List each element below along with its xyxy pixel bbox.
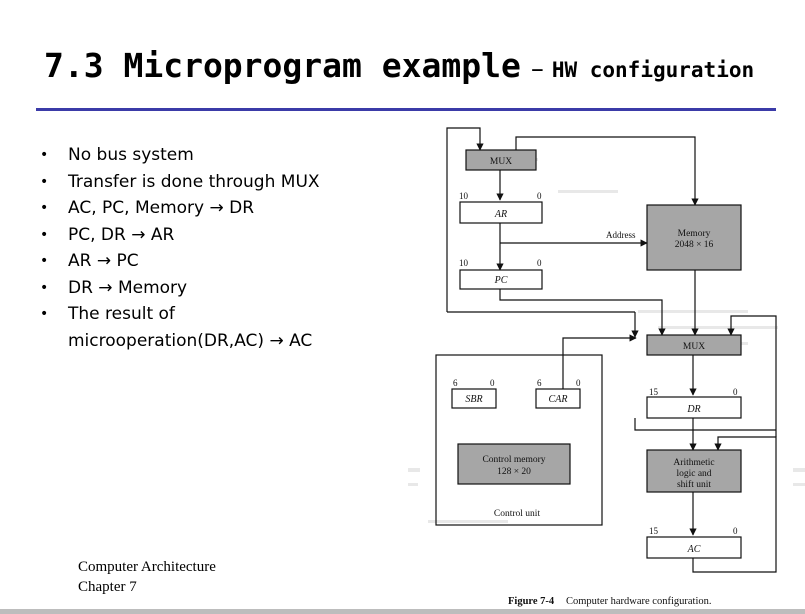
ac-bit-hi: 15 [649, 526, 659, 536]
control-unit-box [435, 354, 603, 526]
alu-label-3: shift unit [677, 479, 711, 490]
pc-bit-lo: 0 [537, 258, 542, 268]
sbr-register [451, 388, 497, 409]
caption-number: Figure 7-4 [508, 596, 555, 607]
mux-right-label: MUX [683, 342, 705, 352]
sbr-label: SBR [465, 394, 482, 405]
sbr-bit-hi: 6 [453, 378, 458, 388]
footer-course: Computer Architecture [78, 559, 216, 575]
ar-label: AR [494, 209, 507, 220]
control-memory-box [457, 443, 571, 485]
dr-label: DR [686, 404, 700, 415]
bullet-item: No bus system [40, 142, 358, 169]
ac-register [646, 536, 742, 559]
ar-bit-hi: 10 [459, 191, 469, 201]
alu-label-1: Arithmetic [673, 458, 714, 468]
alu-box [646, 449, 742, 493]
title-main: 7.3 Microprogram example [44, 46, 521, 85]
bullet-list: No bus system Transfer is done through M… [40, 142, 358, 354]
bullet-item: The result of microoperation(DR,AC) → AC [40, 301, 358, 354]
page-bottom-edge [0, 609, 805, 614]
car-register [535, 388, 581, 409]
mux-top-box [465, 149, 537, 171]
bullet-text: No bus system [68, 145, 194, 165]
bullet-text: AR → PC [68, 251, 139, 271]
dr-bit-hi: 15 [649, 387, 659, 397]
slide-title: 7.3 Microprogram example–HW configuratio… [44, 46, 754, 96]
bullet-text: PC, DR → AR [68, 224, 175, 245]
car-label: CAR [549, 394, 568, 405]
bullet-text: Transfer is done through MUX [68, 171, 320, 192]
sbr-bit-lo: 0 [490, 378, 495, 388]
title-separator: – [530, 54, 544, 84]
pc-bit-hi: 10 [459, 258, 469, 268]
ac-label: AC [687, 544, 701, 555]
bullet-item: Transfer is done through MUX [40, 169, 358, 196]
bullet-item: DR → Memory [40, 275, 358, 302]
bullet-text: The result of microoperation(DR,AC) → AC [68, 304, 313, 351]
control-unit-label: Control unit [494, 509, 541, 519]
pc-label: PC [494, 275, 508, 286]
memory-box [646, 204, 742, 271]
car-bit-lo: 0 [576, 378, 581, 388]
title-divider [36, 108, 776, 111]
mux-right-box [646, 334, 742, 356]
car-bit-hi: 6 [537, 378, 542, 388]
alu-label-2: logic and [676, 469, 711, 479]
footer: Computer Architecture Chapter 7 [78, 557, 216, 597]
ar-bit-lo: 0 [537, 191, 542, 201]
ar-register [459, 201, 543, 224]
pc-register [459, 269, 543, 290]
bullet-text: AC, PC, Memory → DR [68, 198, 255, 218]
control-memory-label: Control memory [482, 455, 545, 465]
bullet-item: PC, DR → AR [40, 222, 358, 249]
bullet-item: AC, PC, Memory → DR [40, 195, 358, 222]
bullet-item: AR → PC [40, 248, 358, 275]
control-memory-size-label: 128 × 20 [497, 467, 531, 477]
memory-label: Memory [678, 229, 711, 239]
title-subtitle: HW configuration [551, 58, 755, 82]
ac-bit-lo: 0 [733, 526, 738, 536]
footer-chapter: Chapter 7 [78, 579, 137, 595]
memory-size-label: 2048 × 16 [675, 240, 714, 250]
dr-register [646, 396, 742, 419]
address-label: Address [606, 230, 636, 240]
caption-text: Computer hardware configuration. [566, 596, 712, 607]
dr-bit-lo: 0 [733, 387, 738, 397]
bullet-text: DR → Memory [68, 277, 188, 298]
mux-top-label: MUX [490, 157, 512, 167]
